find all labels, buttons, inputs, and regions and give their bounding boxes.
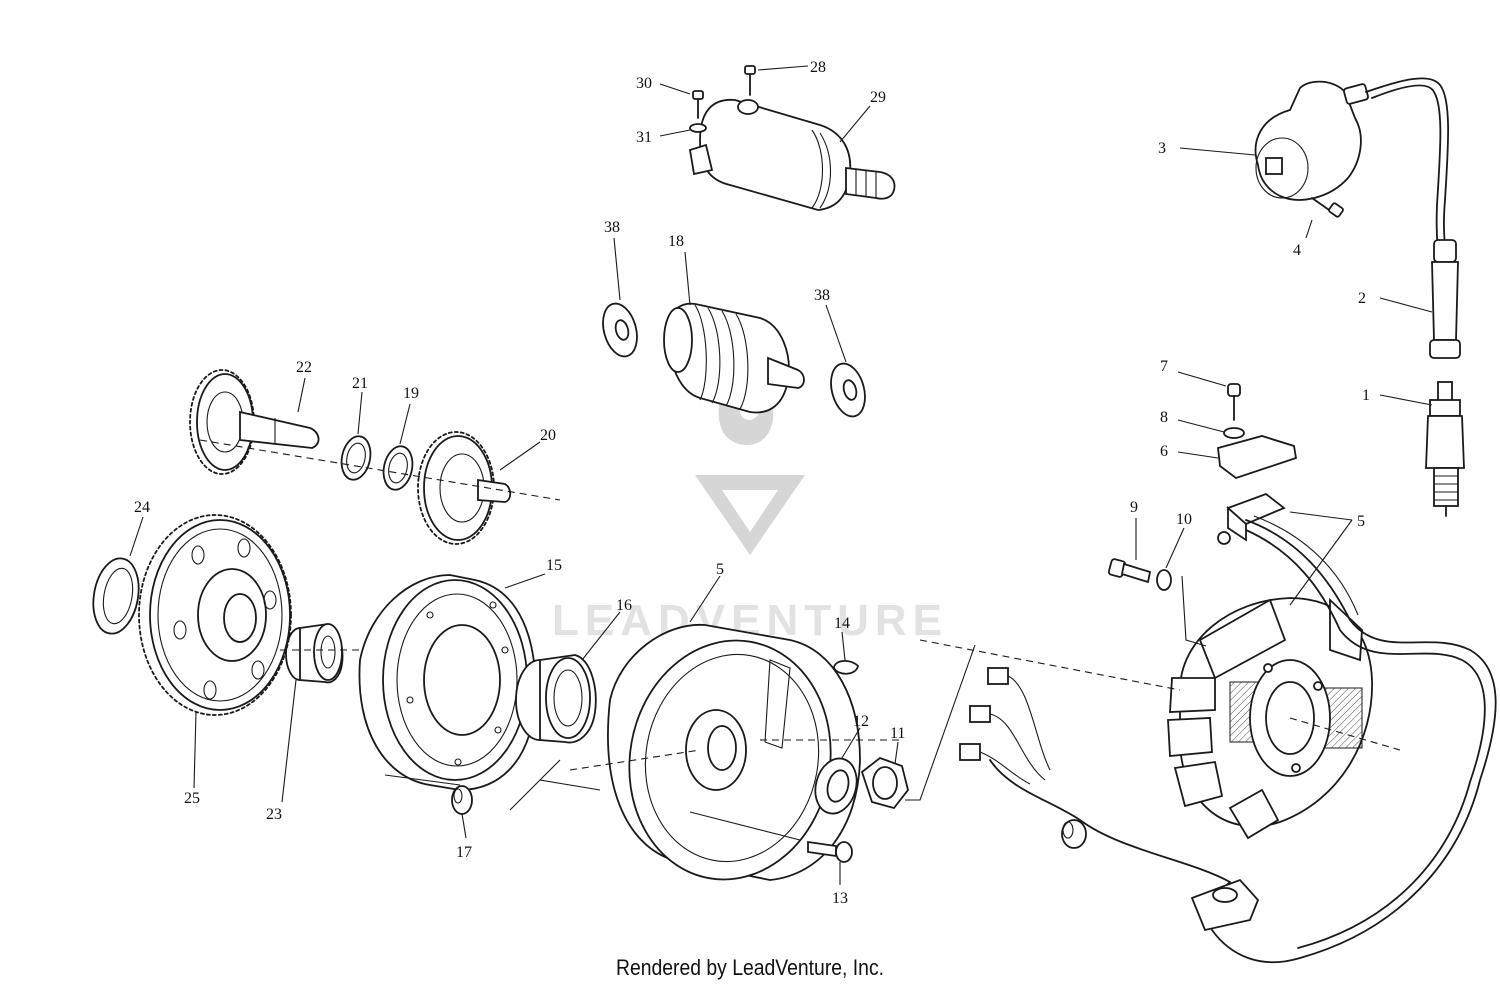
callout-10: 10 bbox=[1176, 511, 1192, 528]
spark-plug-1 bbox=[1425, 381, 1465, 517]
callout-9: 9 bbox=[1130, 499, 1138, 516]
callout-30: 30 bbox=[636, 75, 652, 92]
bolt-30 bbox=[692, 90, 704, 119]
callout-1: 1 bbox=[1362, 387, 1370, 404]
callout-12: 12 bbox=[853, 713, 869, 730]
pickup-sensor bbox=[1217, 492, 1286, 545]
callout-leaders bbox=[129, 65, 1433, 885]
needle-bearing-23 bbox=[285, 623, 344, 684]
wire-connectors bbox=[959, 667, 1051, 785]
ignition-coil bbox=[1254, 80, 1369, 201]
callout-13: 13 bbox=[832, 890, 848, 907]
spacer-sleeve bbox=[1061, 819, 1087, 849]
callout-labels: 1 2 3 4 5 5 6 7 8 9 10 11 12 13 14 15 16… bbox=[134, 59, 1370, 907]
callout-4: 4 bbox=[1293, 242, 1301, 259]
starter-clutch-18 bbox=[663, 302, 805, 414]
washer-19 bbox=[382, 445, 414, 491]
callout-15: 15 bbox=[546, 557, 562, 574]
stator bbox=[1167, 597, 1373, 840]
callout-25: 25 bbox=[184, 790, 200, 807]
callout-23: 23 bbox=[266, 806, 282, 823]
bolt-13 bbox=[807, 840, 853, 863]
callout-21: 21 bbox=[352, 375, 368, 392]
washer-31 bbox=[689, 123, 707, 133]
pin-17 bbox=[451, 785, 473, 815]
coil-screw-4 bbox=[1311, 197, 1344, 218]
clutch-housing-15 bbox=[358, 574, 537, 791]
callout-8: 8 bbox=[1160, 409, 1168, 426]
callout-38-right: 38 bbox=[814, 287, 830, 304]
washer-12 bbox=[814, 757, 858, 815]
idle-gear-20 bbox=[417, 431, 512, 545]
callout-38-left: 38 bbox=[604, 219, 620, 236]
screw-7 bbox=[1227, 383, 1241, 421]
stator-wire-harness bbox=[989, 519, 1497, 964]
callout-17: 17 bbox=[456, 844, 472, 861]
callout-5-flywheel: 5 bbox=[716, 561, 724, 578]
driven-gear-25 bbox=[138, 514, 292, 716]
washer-10 bbox=[1156, 569, 1172, 591]
callout-6: 6 bbox=[1160, 443, 1168, 460]
plug-cap-2 bbox=[1429, 239, 1461, 359]
callout-24: 24 bbox=[134, 499, 150, 516]
ignition-cable bbox=[1365, 77, 1450, 251]
render-credit: Rendered by LeadVenture, Inc. bbox=[615, 955, 885, 980]
bolt-9 bbox=[1107, 558, 1152, 584]
callout-19: 19 bbox=[403, 385, 419, 402]
callout-22: 22 bbox=[296, 359, 312, 376]
washer-38-left bbox=[602, 302, 638, 358]
one-way-clutch-16 bbox=[515, 654, 597, 744]
callout-3: 3 bbox=[1158, 140, 1166, 157]
washer-21 bbox=[340, 435, 372, 481]
washer-8 bbox=[1223, 427, 1245, 439]
callout-2: 2 bbox=[1358, 290, 1366, 307]
callout-28: 28 bbox=[810, 59, 826, 76]
nut-11 bbox=[860, 756, 909, 810]
callout-14: 14 bbox=[834, 615, 850, 632]
callout-31: 31 bbox=[636, 129, 652, 146]
washer-24 bbox=[92, 557, 140, 635]
callout-18: 18 bbox=[668, 233, 684, 250]
starter-motor bbox=[688, 99, 896, 211]
callout-29: 29 bbox=[870, 89, 886, 106]
bracket-6 bbox=[1217, 435, 1298, 480]
idle-gear-22 bbox=[189, 369, 320, 475]
woodruff-key-14 bbox=[833, 660, 859, 675]
bolt-28 bbox=[744, 65, 756, 96]
callout-5-stator: 5 bbox=[1357, 513, 1365, 530]
alignment-line bbox=[919, 639, 1181, 691]
callout-20: 20 bbox=[540, 427, 556, 444]
callout-11: 11 bbox=[890, 725, 905, 742]
callout-7: 7 bbox=[1160, 358, 1168, 375]
callout-16: 16 bbox=[616, 597, 632, 614]
washer-38-right bbox=[830, 362, 866, 418]
